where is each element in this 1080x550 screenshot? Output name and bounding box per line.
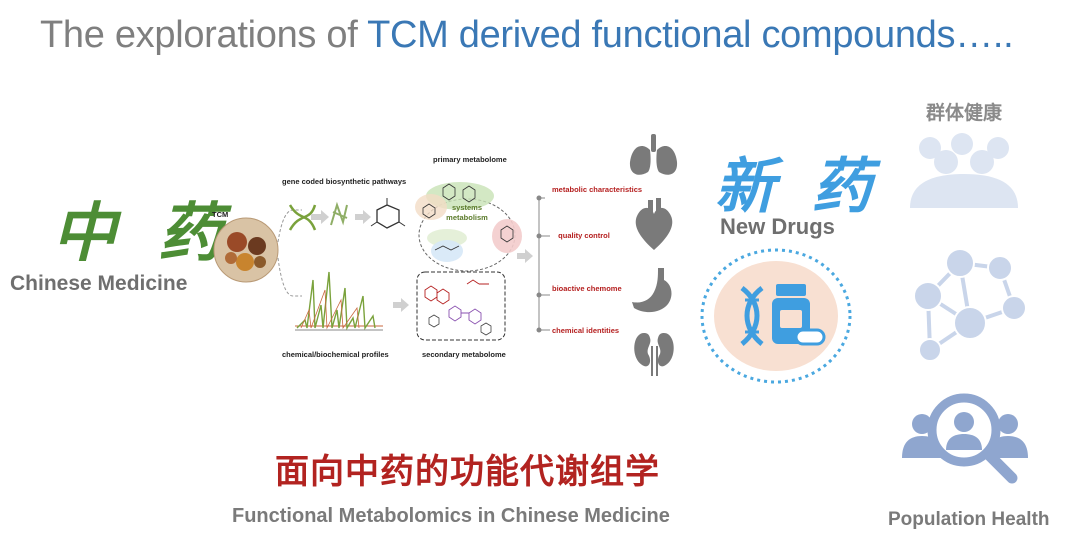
metabolomics-diagram bbox=[213, 182, 550, 341]
stomach-icon bbox=[632, 268, 672, 313]
heart-icon bbox=[635, 198, 673, 250]
new-drugs-characters: 新 药 bbox=[715, 152, 880, 222]
tcm-herb-bowl bbox=[213, 217, 279, 283]
new-drugs-label: New Drugs bbox=[720, 214, 835, 239]
molecule-ring-icon bbox=[376, 204, 400, 229]
arrow-right-icon bbox=[311, 210, 329, 224]
arrow-right-icon bbox=[393, 298, 409, 312]
chinese-medicine-label: Chinese Medicine bbox=[10, 272, 188, 295]
branch-lower bbox=[277, 257, 302, 297]
chinese-title: 面向中药的功能代谢组学 bbox=[275, 453, 660, 491]
chinese-medicine-characters: 中 药 bbox=[52, 196, 233, 271]
gene-pathways-label: gene coded biosynthetic pathways bbox=[282, 177, 407, 186]
drug-badge bbox=[700, 248, 852, 384]
page-title: The explorations of TCM derived function… bbox=[40, 14, 1014, 57]
kidneys-icon bbox=[634, 333, 674, 376]
output-bioactive-chemome: bioactive chemome bbox=[552, 284, 622, 293]
arrow-right-icon bbox=[517, 249, 533, 263]
group-health-label: 群体健康 bbox=[926, 103, 1003, 124]
network-people-icon bbox=[913, 248, 1027, 362]
population-health-label: Population Health bbox=[888, 509, 1050, 530]
group-meeting-icon bbox=[910, 133, 1018, 208]
output-quality-control: quality control bbox=[558, 231, 610, 240]
organ-icons bbox=[629, 134, 678, 376]
pill-bottle-icon bbox=[772, 284, 826, 346]
systems-metabolism-label: systems metabolism bbox=[446, 203, 488, 222]
chromatogram-icon bbox=[295, 271, 383, 331]
tcm-label: TCM bbox=[212, 210, 229, 219]
output-metabolic-characteristics: metabolic characteristics bbox=[552, 185, 643, 194]
primary-metabolome-label: primary metabolome bbox=[433, 155, 507, 164]
arrow-right-icon bbox=[355, 210, 371, 224]
secondary-metabolome-label: secondary metabolome bbox=[422, 350, 506, 359]
output-chemical-identities: chemical identities bbox=[552, 326, 620, 335]
pathway-icon bbox=[330, 201, 348, 226]
lungs-icon bbox=[629, 134, 678, 175]
secondary-metabolome-box bbox=[416, 271, 506, 341]
dna-icon bbox=[740, 286, 764, 346]
dna-icon bbox=[288, 204, 317, 231]
title-highlight: TCM derived functional compounds….. bbox=[367, 14, 1014, 56]
english-subtitle: Functional Metabolomics in Chinese Medic… bbox=[232, 505, 670, 527]
population-icons bbox=[902, 133, 1028, 484]
search-people-icon bbox=[902, 393, 1028, 484]
chemical-profiles-label: chemical/biochemical profiles bbox=[282, 350, 389, 359]
title-prefix: The explorations of bbox=[40, 14, 368, 56]
